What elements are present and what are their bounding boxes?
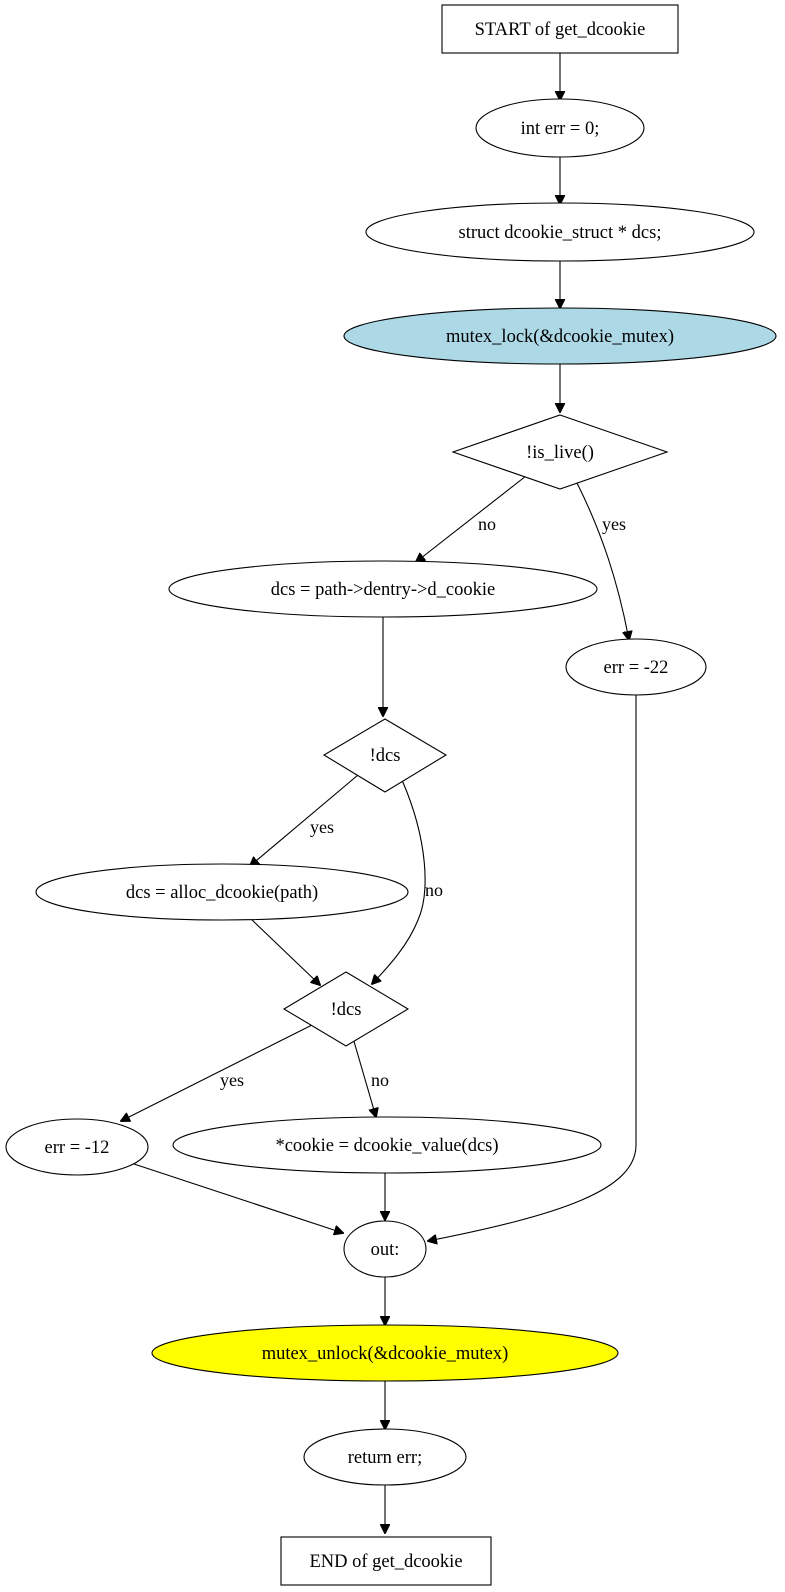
- node-err12: err = -12: [5, 1118, 149, 1176]
- node-err12-label: err = -12: [45, 1138, 110, 1158]
- edge-labels: no yes yes no yes no: [220, 514, 626, 1090]
- edge-is-live-to-err22: [576, 482, 629, 640]
- node-is-live-label: !is_live(): [526, 443, 594, 463]
- node-dcs-check1: !dcs: [322, 718, 448, 793]
- node-cookie-val: *cookie = dcookie_value(dcs): [172, 1116, 602, 1174]
- node-dcs-path: dcs = path->dentry->d_cookie: [168, 560, 598, 618]
- edge-label-dcs-check2-no: no: [371, 1070, 389, 1090]
- edge-label-is-live-yes: yes: [602, 514, 626, 534]
- node-mutex-unlock-label: mutex_unlock(&dcookie_mutex): [262, 1344, 509, 1364]
- edge-dcs-check1-to-alloc: [250, 774, 359, 866]
- edge-alloc-to-dcs-check2: [249, 917, 320, 985]
- edge-dcs-check2-to-err12: [121, 1024, 313, 1121]
- node-end-label: END of get_dcookie: [309, 1552, 462, 1572]
- node-end: END of get_dcookie: [280, 1536, 492, 1586]
- node-out-label: out:: [371, 1240, 400, 1260]
- node-alloc: dcs = alloc_dcookie(path): [35, 863, 409, 921]
- node-err22: err = -22: [565, 638, 707, 696]
- node-struct-dcs-label: struct dcookie_struct * dcs;: [459, 223, 662, 243]
- node-int-err-label: int err = 0;: [521, 119, 600, 139]
- node-alloc-label: dcs = alloc_dcookie(path): [126, 883, 318, 903]
- node-out: out:: [343, 1220, 427, 1278]
- node-return-err: return err;: [303, 1428, 467, 1486]
- edge-label-dcs-check2-yes: yes: [220, 1070, 244, 1090]
- node-err22-label: err = -22: [604, 658, 669, 678]
- node-mutex-lock: mutex_lock(&dcookie_mutex): [343, 307, 777, 365]
- edge-label-is-live-no: no: [478, 514, 496, 534]
- edge-dcs-check2-to-cookie-val: [352, 1037, 376, 1117]
- edge-label-dcs-check1-no: no: [425, 880, 443, 900]
- node-dcs-check2: !dcs: [282, 971, 410, 1047]
- node-int-err: int err = 0;: [475, 98, 645, 158]
- node-start: START of get_dcookie: [441, 4, 679, 54]
- node-cookie-val-label: *cookie = dcookie_value(dcs): [275, 1136, 498, 1156]
- edge-label-dcs-check1-yes: yes: [310, 817, 334, 837]
- edges: [121, 53, 637, 1533]
- edge-is-live-to-dcs-path: [416, 475, 527, 562]
- node-dcs-check1-label: !dcs: [370, 746, 401, 766]
- node-mutex-unlock: mutex_unlock(&dcookie_mutex): [151, 1324, 619, 1382]
- node-is-live: !is_live(): [451, 414, 669, 490]
- node-return-err-label: return err;: [348, 1448, 422, 1468]
- edge-dcs-check1-to-dcs-check2: [372, 779, 426, 984]
- node-start-label: START of get_dcookie: [475, 20, 646, 40]
- edge-err12-to-out: [130, 1162, 343, 1233]
- node-dcs-path-label: dcs = path->dentry->d_cookie: [271, 580, 495, 600]
- edge-err22-to-out: [428, 693, 637, 1241]
- node-mutex-lock-label: mutex_lock(&dcookie_mutex): [446, 327, 674, 347]
- node-dcs-check2-label: !dcs: [331, 1000, 362, 1020]
- node-struct-dcs: struct dcookie_struct * dcs;: [365, 202, 755, 262]
